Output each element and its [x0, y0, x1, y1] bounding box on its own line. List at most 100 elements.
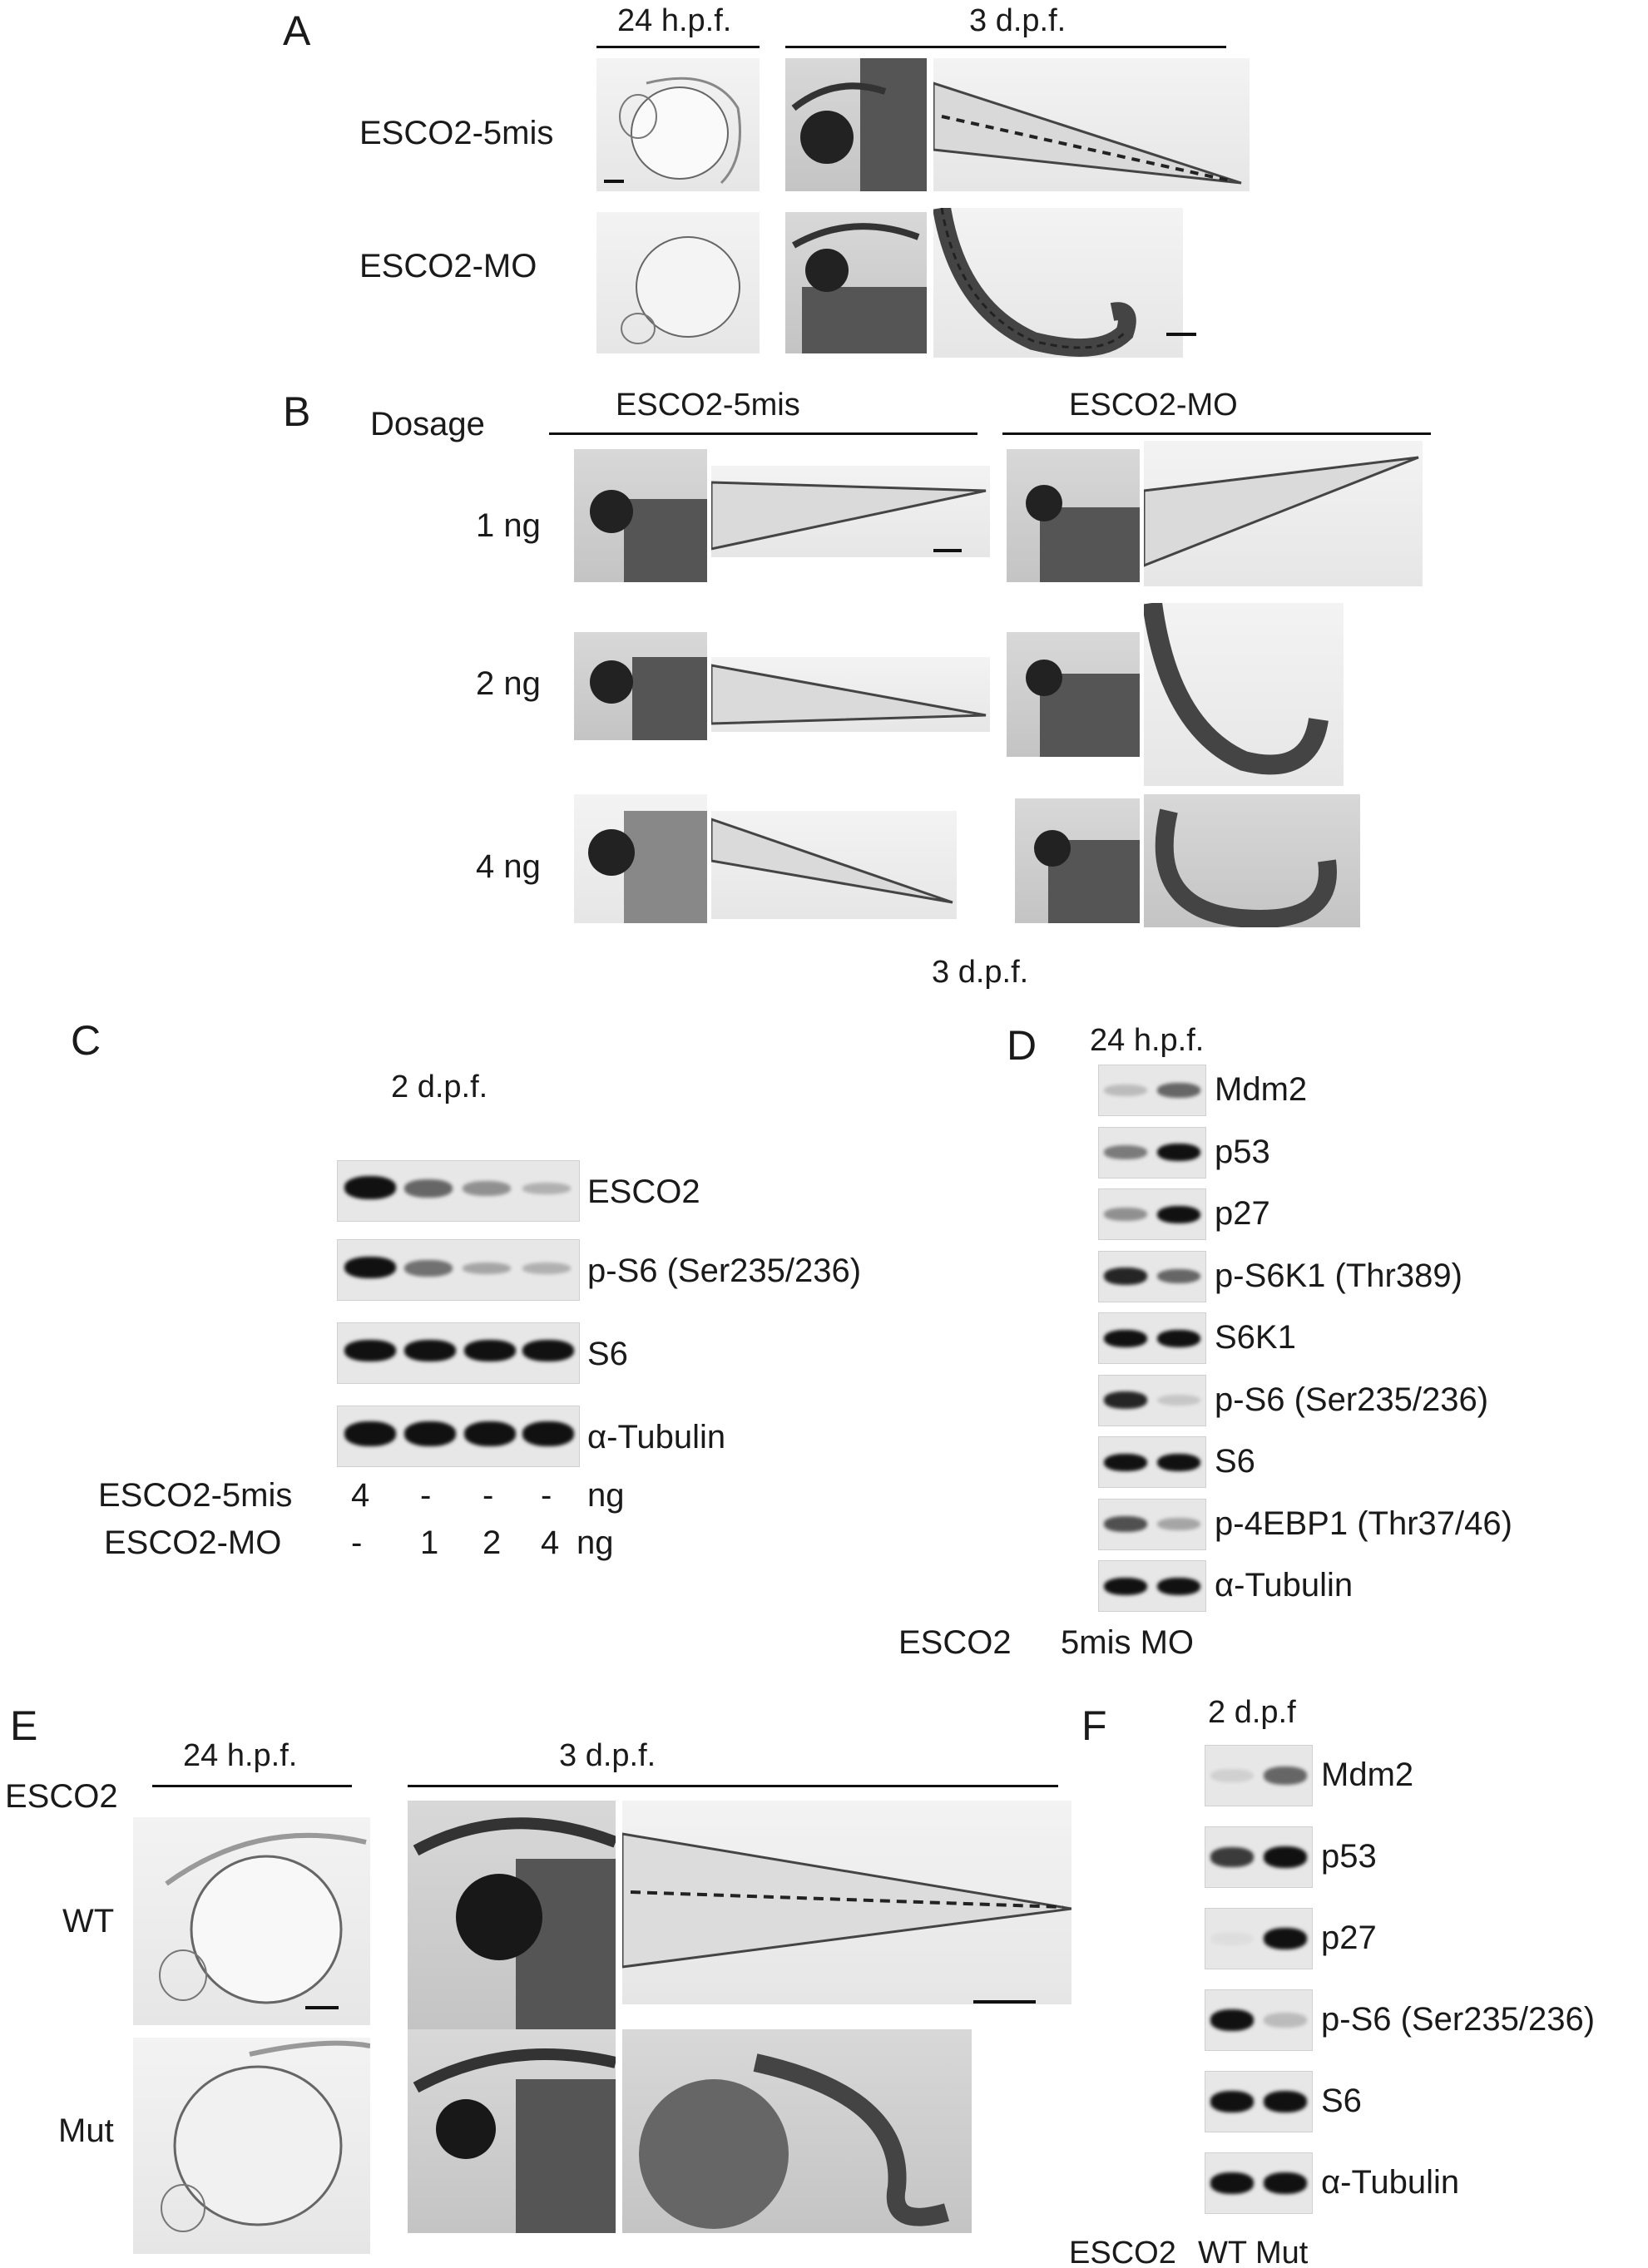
panel-d-band — [1104, 1329, 1147, 1347]
panel-f-blot-0 — [1205, 1745, 1313, 1806]
panel-c-label-ps6: p-S6 (Ser235/236) — [587, 1253, 862, 1289]
panel-f-band — [1264, 2172, 1307, 2194]
panel-d-blot-5 — [1098, 1374, 1206, 1426]
panel-c-label-tubulin: α-Tubulin — [587, 1419, 726, 1455]
panel-d-band — [1157, 1517, 1200, 1531]
panel-d-band — [1157, 1329, 1200, 1347]
panel-d-lanes-label: 5mis MO — [1061, 1624, 1194, 1661]
panel-a-time-3dpf: 3 d.p.f. — [969, 3, 1066, 38]
panel-e-wt-24hpf — [133, 1817, 370, 2025]
panel-e-time-24hpf: 24 h.p.f. — [183, 1738, 298, 1773]
panel-d-time-label: 24 h.p.f. — [1090, 1023, 1205, 1058]
panel-c-band — [344, 1257, 396, 1278]
panel-c-band — [404, 1179, 453, 1198]
panel-d-blot-2 — [1098, 1188, 1206, 1240]
panel-c-row2-lane4: 4 — [541, 1524, 560, 1561]
panel-e-rule-3 — [408, 1785, 1058, 1787]
panel-c-band — [344, 1176, 396, 1199]
panel-b-mo-2ng-tail — [1144, 603, 1344, 786]
panel-d-blot-4 — [1098, 1312, 1206, 1364]
panel-a-tail-3dpf-mo — [933, 208, 1183, 358]
panel-b-5mis-1ng-head — [574, 449, 707, 582]
panel-d-band — [1104, 1084, 1147, 1097]
panel-d-band — [1157, 1453, 1200, 1471]
panel-c-row2-lane2: 1 — [420, 1524, 439, 1561]
panel-e-rule-24 — [152, 1785, 352, 1787]
panel-letter-e: E — [10, 1702, 38, 1749]
panel-a-rule-3 — [785, 46, 1226, 48]
panel-c-band — [522, 1421, 574, 1446]
panel-f-blot-label: Mdm2 — [1321, 1757, 1414, 1793]
panel-f-bottom-label: ESCO2 — [1069, 2236, 1176, 2268]
panel-b-dose-2ng: 2 ng — [476, 665, 541, 702]
panel-f-band — [1264, 1846, 1307, 1868]
panel-c-row2-label: ESCO2-MO — [104, 1524, 282, 1561]
panel-a-head-3dpf-5mis — [785, 58, 927, 191]
panel-b-group-5mis: ESCO2-5mis — [616, 388, 800, 422]
panel-a-head-3dpf-mo — [785, 212, 927, 353]
panel-d-blot-0 — [1098, 1065, 1206, 1116]
panel-a-embryo-24hpf-mo — [596, 212, 760, 353]
panel-a-row-label-5mis: ESCO2-5mis — [359, 115, 554, 151]
panel-b-mo-1ng-head — [1007, 449, 1140, 582]
panel-c-blot-tubulin — [337, 1406, 580, 1467]
panel-letter-b: B — [283, 388, 311, 435]
panel-b-scale-bar — [933, 549, 962, 552]
panel-f-blot-4 — [1205, 2071, 1313, 2132]
panel-e-scale-bar-2 — [973, 2000, 1036, 2004]
panel-e-wt-3dpf-tail — [622, 1801, 1071, 2004]
panel-f-band — [1210, 2009, 1254, 2031]
panel-f-band — [1210, 1932, 1254, 1945]
panel-d-blot-8 — [1098, 1560, 1206, 1612]
panel-c-label-esco2: ESCO2 — [587, 1174, 700, 1210]
panel-e-mut-24hpf — [133, 2038, 370, 2254]
panel-d-band — [1104, 1577, 1147, 1595]
panel-d-blot-label: p-S6K1 (Thr389) — [1215, 1257, 1462, 1294]
panel-d-blot-6 — [1098, 1436, 1206, 1488]
panel-d-band — [1157, 1083, 1200, 1098]
panel-e-mut-3dpf-head — [408, 2029, 616, 2233]
panel-f-lanes-label: WT Mut — [1198, 2236, 1309, 2268]
panel-b-5mis-4ng-head — [574, 794, 707, 923]
panel-c-band — [522, 1183, 571, 1194]
panel-b-dosage-label: Dosage — [370, 406, 485, 442]
panel-d-band — [1104, 1516, 1147, 1532]
panel-e-time-3dpf: 3 d.p.f. — [559, 1738, 656, 1773]
panel-f-band — [1210, 2091, 1254, 2112]
panel-f-band — [1210, 1847, 1254, 1867]
panel-e-gene-label: ESCO2 — [5, 1778, 118, 1815]
panel-b-mo-4ng-tail — [1144, 794, 1360, 927]
panel-c-blot-ps6 — [337, 1239, 580, 1301]
panel-b-mo-2ng-head — [1007, 632, 1140, 757]
panel-c-band — [404, 1260, 453, 1277]
panel-c-time-label: 2 d.p.f. — [391, 1070, 488, 1104]
panel-f-band — [1264, 2013, 1307, 2028]
panel-a-row-label-mo: ESCO2-MO — [359, 248, 537, 284]
panel-d-blot-label: p-S6 (Ser235/236) — [1215, 1381, 1489, 1418]
panel-c-blot-escO2 — [337, 1160, 580, 1222]
panel-d-band — [1104, 1267, 1147, 1285]
panel-c-band — [344, 1421, 396, 1446]
panel-c-band — [464, 1340, 516, 1361]
panel-c-band — [463, 1262, 511, 1274]
panel-f-blot-1 — [1205, 1826, 1313, 1888]
panel-e-mut-3dpf-tail — [622, 2029, 972, 2233]
panel-e-row-wt: WT — [62, 1903, 115, 1939]
panel-d-band — [1104, 1145, 1147, 1159]
panel-f-blot-label: α-Tubulin — [1321, 2164, 1460, 2201]
panel-c-row2-lane1: - — [351, 1524, 363, 1561]
panel-e-scale-bar-1 — [305, 2006, 339, 2009]
panel-d-blot-3 — [1098, 1250, 1206, 1302]
panel-d-blot-label: S6K1 — [1215, 1319, 1296, 1356]
panel-d-blot-label: p53 — [1215, 1133, 1270, 1170]
panel-d-band — [1104, 1453, 1147, 1471]
panel-d-blot-label: Mdm2 — [1215, 1071, 1308, 1108]
panel-b-rule-mo — [1002, 432, 1431, 435]
panel-c-row1-lane3: - — [483, 1477, 494, 1514]
panel-f-band — [1210, 2172, 1254, 2194]
panel-f-blot-label: p-S6 (Ser235/236) — [1321, 2001, 1596, 2038]
panel-b-5mis-1ng-tail — [711, 466, 990, 557]
panel-a-tail-3dpf-5mis — [933, 58, 1250, 191]
panel-b-mo-4ng-head — [1015, 798, 1140, 923]
